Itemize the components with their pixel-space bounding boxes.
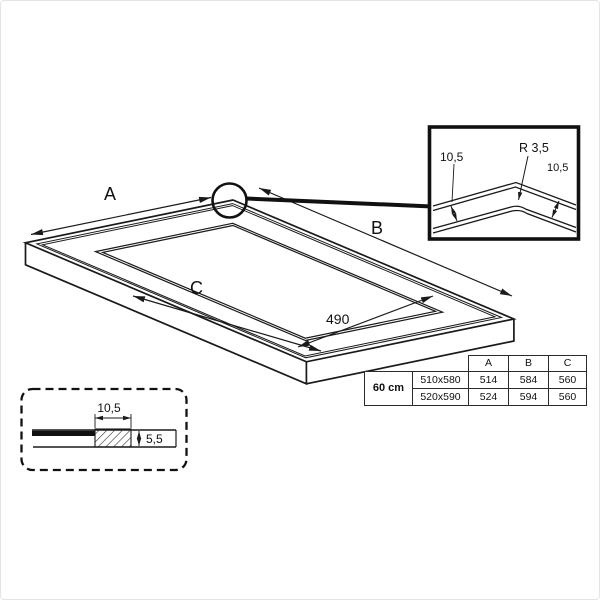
table-header-row: A B C	[365, 355, 587, 372]
section-dashed-box	[20, 387, 188, 472]
zoom-radius-leader	[518, 155, 529, 201]
value-c-cell: 560	[548, 388, 587, 406]
zoom-corner-detail	[432, 155, 577, 234]
section-detail	[32, 414, 177, 448]
section-glass-bar	[32, 430, 95, 436]
section-seal-hatch	[94, 428, 132, 448]
detail-callout-circle	[211, 182, 248, 219]
dim-c-label: C	[190, 278, 203, 298]
value-b-cell: 594	[508, 388, 549, 406]
cutout-cell: 520x590	[412, 388, 469, 406]
zoom-rim-edge-2	[432, 209, 577, 234]
value-b-cell: 584	[508, 371, 549, 389]
value-a-cell: 514	[468, 371, 509, 389]
col-header-a: A	[468, 355, 509, 372]
zoom-dim-left-label: 10,5	[440, 150, 464, 164]
outer-rim-line-2	[40, 205, 497, 357]
dim-a-label: A	[104, 184, 116, 204]
section-dim-width-label: 10,5	[97, 401, 121, 415]
dim-490-label: 490	[326, 311, 350, 327]
section-dim-height-label: 5,5	[146, 432, 163, 446]
dim-b-label: B	[371, 218, 383, 238]
table-row: 60 cm 510x580 514 584 560	[364, 371, 587, 406]
col-header-b: B	[508, 355, 549, 372]
dim-490-line	[297, 295, 434, 348]
zoom-dim-left-arrow	[450, 205, 458, 222]
zoom-dim-right-arrow	[551, 200, 560, 218]
col-header-c: C	[548, 355, 587, 372]
zoom-radius-label: R 3,5	[519, 141, 549, 155]
zoom-dim-left-leader	[451, 163, 455, 203]
detail-zoom-box	[427, 125, 581, 241]
dim-b-line	[258, 187, 513, 297]
zoom-outer-edge-1	[432, 181, 577, 207]
value-c-cell: 560	[548, 371, 587, 389]
zoom-dim-right-label: 10,5	[547, 162, 568, 174]
table-row: 520x590 524 594 560	[365, 388, 587, 406]
dimension-table: A B C 60 cm 510x580 514 584 560 520x590 …	[364, 355, 587, 406]
dim-a-line	[30, 196, 212, 236]
zoom-rim-edge-1	[432, 205, 577, 230]
main-dimensions	[30, 187, 513, 352]
cutout-cell: 510x580	[412, 371, 469, 389]
table-header-spacer	[365, 356, 469, 372]
size-class-cell: 60 cm	[364, 371, 413, 406]
value-a-cell: 524	[468, 388, 509, 406]
dim-c-line	[132, 295, 322, 352]
detail-leader-line	[246, 196, 433, 209]
